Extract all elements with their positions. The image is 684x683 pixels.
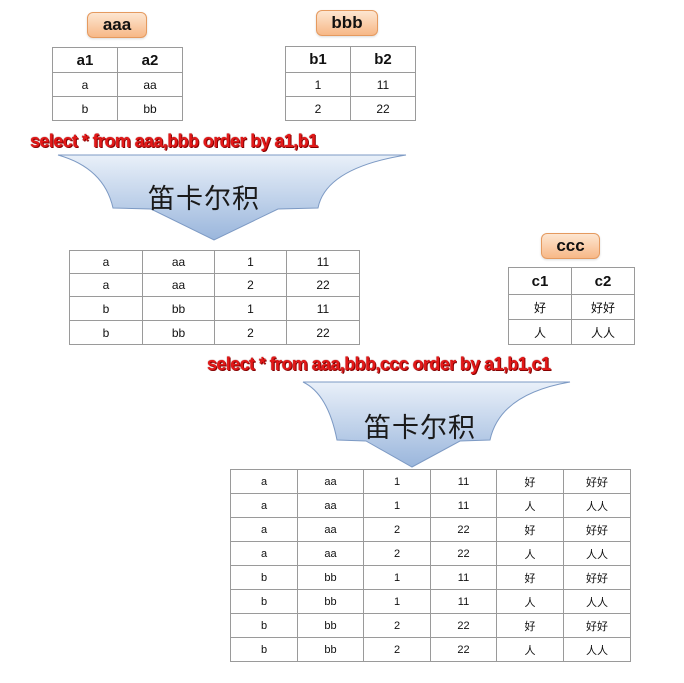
table-cell: 好: [496, 565, 564, 590]
table-cell: 22: [286, 320, 360, 345]
table-cell: bb: [297, 565, 364, 590]
table-row: b bb 1 11 人 人人: [230, 589, 631, 614]
table-cell: 人: [496, 541, 564, 566]
table-cell: 人: [496, 589, 564, 614]
table-aaa-header: a1: [52, 47, 118, 73]
table-bbb-label: bbb: [316, 10, 378, 36]
table-cell: 好好: [563, 613, 631, 638]
table-aaa-label: aaa: [87, 12, 147, 38]
table-row: a aa 2 22 好 好好: [230, 517, 631, 542]
table-cell: 人人: [563, 541, 631, 566]
table-row: b bb: [52, 96, 183, 121]
table-cell: b: [69, 320, 143, 345]
table-cell: 22: [430, 613, 497, 638]
table-cell: b: [230, 637, 298, 662]
table-cell: bb: [117, 96, 183, 121]
table-cell: 22: [350, 96, 416, 121]
table-cell: 好好: [563, 469, 631, 494]
table-cell: 好好: [563, 517, 631, 542]
table-cell: a: [230, 517, 298, 542]
table-ccc-label: ccc: [541, 233, 600, 259]
table-cell: 11: [286, 250, 360, 274]
table-row: b bb 2 22: [69, 320, 360, 345]
table-cell: aa: [142, 250, 215, 274]
table-row: a aa 2 22 人 人人: [230, 541, 631, 566]
table-cell: 1: [363, 493, 431, 518]
table-cell: bb: [142, 320, 215, 345]
arrow-2-label: 笛卡尔积: [364, 413, 476, 444]
table-cell: 1: [214, 250, 287, 274]
sql-query-2: select * from aaa,bbb,ccc order by a1,b1…: [207, 354, 551, 374]
table-cell: 2: [363, 613, 431, 638]
table-cell: 22: [430, 637, 497, 662]
table-cell: b: [230, 613, 298, 638]
table-row: a aa 2 22: [69, 273, 360, 297]
table-row: b bb 2 22 好 好好: [230, 613, 631, 638]
table-cell: 人: [496, 493, 564, 518]
table-cell: aa: [297, 541, 364, 566]
table-row: b bb 2 22 人 人人: [230, 637, 631, 662]
table-cell: 好好: [571, 294, 635, 320]
table-cell: 22: [430, 541, 497, 566]
table-cell: 好: [496, 517, 564, 542]
table-cell: aa: [297, 517, 364, 542]
table-cell: 好: [508, 294, 572, 320]
result-table-1: a aa 1 11 a aa 2 22 b bb 1 11 b bb 2 22: [69, 250, 360, 345]
table-cell: 人: [496, 637, 564, 662]
table-cell: 人人: [563, 637, 631, 662]
table-cell: 11: [350, 72, 416, 97]
table-cell: 11: [430, 493, 497, 518]
table-row: a aa 1 11 人 人人: [230, 493, 631, 518]
table-cell: 2: [363, 541, 431, 566]
table-cell: 11: [430, 589, 497, 614]
result-table-2: a aa 1 11 好 好好 a aa 1 11 人 人人 a aa 2 22 …: [230, 469, 631, 662]
table-cell: 2: [214, 273, 287, 297]
table-aaa-header: a2: [117, 47, 183, 73]
table-cell: 1: [363, 589, 431, 614]
table-cell: 11: [430, 469, 497, 494]
table-cell: a: [69, 273, 143, 297]
table-cell: 1: [363, 565, 431, 590]
arrow-1-label: 笛卡尔积: [148, 184, 260, 215]
table-row: 好 好好: [508, 294, 635, 320]
sql-query-1: select * from aaa,bbb order by a1,b1: [30, 131, 318, 151]
table-cell: 人人: [571, 319, 635, 345]
table-cell: bb: [297, 589, 364, 614]
table-cell: 好: [496, 469, 564, 494]
table-cell: 2: [363, 517, 431, 542]
table-cell: aa: [297, 493, 364, 518]
table-row: b bb 1 11 好 好好: [230, 565, 631, 590]
table-cell: 2: [363, 637, 431, 662]
table-cell: b: [230, 589, 298, 614]
table-bbb: b1 b2 1 11 2 22: [285, 46, 416, 121]
table-cell: bb: [297, 637, 364, 662]
table-cell: a: [230, 541, 298, 566]
table-cell: bb: [297, 613, 364, 638]
table-row: 2 22: [285, 96, 416, 121]
table-cell: b: [52, 96, 118, 121]
table-row: a aa 1 11 好 好好: [230, 469, 631, 494]
table-cell: aa: [297, 469, 364, 494]
table-cell: 1: [363, 469, 431, 494]
table-cell: 好: [496, 613, 564, 638]
table-cell: 22: [430, 517, 497, 542]
table-cell: a: [230, 469, 298, 494]
table-cell: 人人: [563, 589, 631, 614]
table-cell: 11: [430, 565, 497, 590]
table-ccc: c1 c2 好 好好 人 人人: [508, 267, 635, 345]
table-cell: 好好: [563, 565, 631, 590]
table-row: a aa 1 11: [69, 250, 360, 274]
table-bbb-header: b2: [350, 46, 416, 73]
table-cell: 2: [214, 320, 287, 345]
table-cell: 人人: [563, 493, 631, 518]
table-row: 人 人人: [508, 319, 635, 345]
table-aaa: a1 a2 a aa b bb: [52, 47, 183, 121]
table-cell: b: [230, 565, 298, 590]
table-cell: a: [230, 493, 298, 518]
